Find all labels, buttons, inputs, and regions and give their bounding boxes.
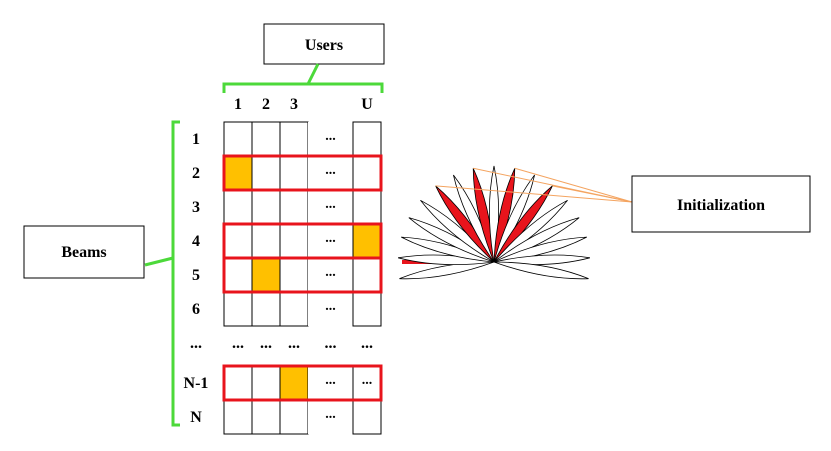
initialization-box: [631, 175, 811, 233]
matrix-cell: [308, 366, 353, 400]
matrix-cell: [308, 258, 353, 292]
matrix-cell: [251, 223, 281, 259]
matrix-cell: [251, 291, 281, 327]
matrix-cell: [352, 257, 382, 293]
row-label: 1: [192, 131, 200, 148]
matrix-cell: [279, 257, 309, 293]
matrix-cell: [251, 155, 281, 191]
matrix-cell: [352, 189, 382, 225]
matrix-cell: [308, 292, 353, 326]
ellipsis-cell: ...: [325, 373, 336, 388]
highlighted-row: [222, 256, 383, 294]
ellipsis-cell: ...: [288, 335, 300, 352]
initialization-label: Initialization: [677, 197, 765, 214]
matrix-cell: [308, 190, 353, 224]
matrix-cell: [223, 121, 253, 157]
column-header: U: [361, 96, 373, 113]
matrix-cell: [352, 121, 382, 157]
matrix-cell: [223, 257, 253, 293]
matrix-cell: [279, 155, 309, 191]
matrix-cell: [223, 399, 253, 435]
ellipsis-cell: ...: [325, 299, 336, 314]
ellipsis-cell: ...: [325, 129, 336, 144]
selected-cell: [352, 223, 382, 259]
row-labels: 1 2 3 4 5 6... N-1N: [184, 131, 209, 426]
ellipsis-cell: ...: [325, 197, 336, 212]
init-connector: [514, 167, 633, 203]
row-highlights: [222, 154, 383, 402]
selected-cell: [223, 155, 253, 191]
matrix-cell: [308, 122, 353, 156]
users-box: [263, 23, 385, 65]
matrix-cell: [251, 365, 281, 401]
users-label: Users: [305, 37, 343, 54]
matrix-cell: [279, 399, 309, 435]
row-label: 4: [192, 233, 200, 250]
beam-pattern: [397, 165, 591, 280]
row-label: 3: [192, 199, 200, 216]
row-label: 6: [192, 301, 200, 318]
column-headers: 1 2 3 U: [234, 96, 373, 113]
row-label: 5: [192, 267, 200, 284]
ellipsis-cell: ...: [362, 373, 373, 388]
users-brace: [222, 63, 384, 93]
matrix-cell: [223, 291, 253, 327]
column-header: 2: [262, 96, 270, 113]
ellipsis-cell: ...: [325, 163, 336, 178]
column-header: 3: [290, 96, 298, 113]
matrix-cell: [308, 224, 353, 258]
selected-cell: [279, 365, 309, 401]
matrix-cell: [352, 399, 382, 435]
ellipsis-cell: ...: [260, 335, 272, 352]
matrix-cell: [251, 189, 281, 225]
matrix-cell: [279, 121, 309, 157]
init-connector: [552, 185, 633, 203]
ellipsis-cell: ...: [325, 231, 336, 246]
beams-label: Beams: [61, 244, 106, 261]
beam-lobe: [493, 261, 589, 280]
ellipsis-cell: ...: [325, 335, 337, 352]
matrix-cell: [308, 400, 353, 434]
beams-box: [23, 225, 145, 279]
matrix-cell: [223, 223, 253, 259]
matrix-cell: [279, 291, 309, 327]
initialization-connectors: [435, 167, 633, 203]
column-header: 1: [234, 96, 242, 113]
row-label: 2: [192, 165, 200, 182]
beam-user-matrix: ........................................…: [223, 121, 382, 435]
matrix-cell: [251, 399, 281, 435]
matrix-cell: [223, 365, 253, 401]
selected-cell: [251, 257, 281, 293]
ellipsis-cell: ...: [361, 335, 373, 352]
init-connector: [435, 185, 633, 203]
highlighted-row: [222, 154, 383, 192]
ellipsis-cell: ...: [325, 407, 336, 422]
row-label: ...: [190, 335, 202, 352]
beams-brace: [144, 120, 180, 427]
matrix-cell: [279, 189, 309, 225]
matrix-cell: [352, 291, 382, 327]
ellipsis-cell: ...: [325, 265, 336, 280]
row-label: N: [190, 409, 202, 426]
matrix-cell: [279, 223, 309, 259]
matrix-cell: [223, 189, 253, 225]
matrix-cell: [308, 156, 353, 190]
matrix-cell: [251, 121, 281, 157]
row-label: N-1: [184, 375, 209, 392]
highlighted-row: [222, 364, 383, 402]
ellipsis-cell: ...: [232, 335, 244, 352]
matrix-cell: [352, 155, 382, 191]
